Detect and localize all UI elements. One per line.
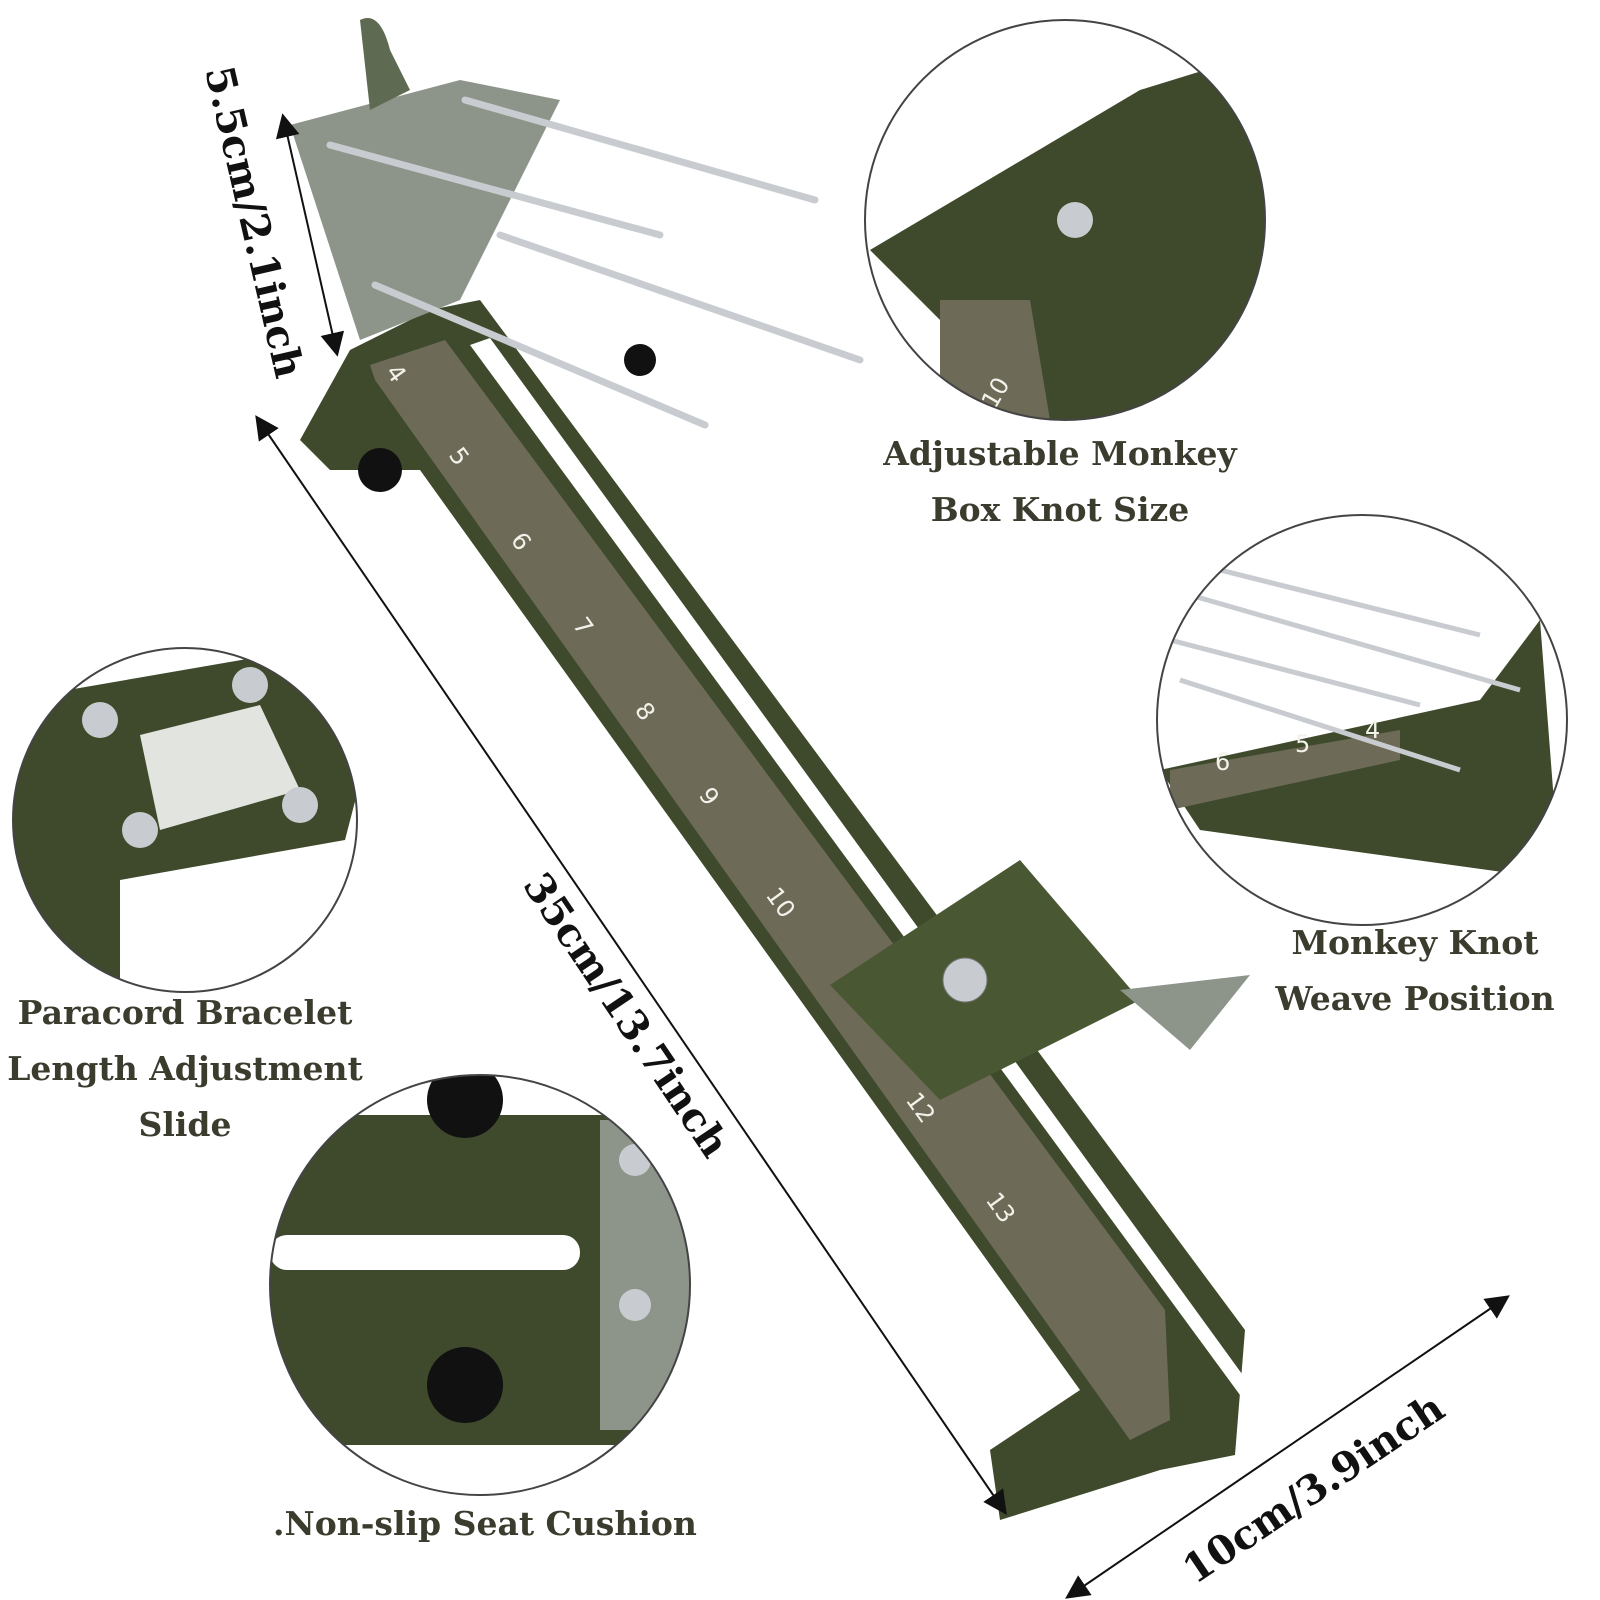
inset-caption-weave-position: Monkey Knot Weave Position	[1250, 915, 1580, 1027]
rubber-foot	[427, 1075, 503, 1138]
inset-caption-cushion: .Non-slip Seat Cushion	[270, 1496, 700, 1552]
inset-ruler-number: 4	[1365, 716, 1380, 744]
caption-line: Weave Position	[1275, 979, 1555, 1018]
inset-length-slide	[12, 647, 358, 993]
inset-non-slip-cushion	[269, 1074, 691, 1496]
inset-monkey-knot-weave: 6 5 4	[1156, 514, 1568, 926]
caption-line: .Non-slip Seat Cushion	[273, 1504, 697, 1543]
inset-ruler-number: 6	[1215, 748, 1230, 776]
wing-nut-icon	[942, 957, 988, 1003]
caption-line: Slide	[138, 1105, 232, 1144]
head-hook	[360, 18, 410, 110]
dimension-arrow	[1065, 1295, 1510, 1599]
inset-ruler-number: 5	[1295, 730, 1310, 758]
wing-nut-icon	[1057, 202, 1093, 238]
caption-line: Adjustable Monkey	[883, 434, 1237, 473]
dimension-arrow	[255, 415, 1007, 1515]
inset-caption-monkey-box: Adjustable Monkey Box Knot Size	[860, 426, 1260, 538]
inset-monkey-box-knot: 10	[864, 19, 1266, 421]
head-width-label: 5.5cm/2.1inch	[195, 62, 312, 383]
rubber-foot	[624, 344, 656, 376]
rubber-foot	[427, 1347, 503, 1423]
caption-line: Paracord Bracelet	[17, 993, 353, 1032]
dimension-arrow	[275, 113, 345, 357]
caption-line: Monkey Knot	[1291, 923, 1539, 962]
inset-caption-length-slide: Paracord Bracelet Length Adjustment Slid…	[0, 985, 370, 1153]
steel-rods	[326, 96, 864, 429]
rubber-foot	[358, 448, 402, 492]
caption-line: Box Knot Size	[930, 490, 1190, 529]
head-plate	[290, 80, 560, 340]
caption-line: Length Adjustment	[7, 1049, 363, 1088]
slider-tab	[1120, 975, 1250, 1050]
